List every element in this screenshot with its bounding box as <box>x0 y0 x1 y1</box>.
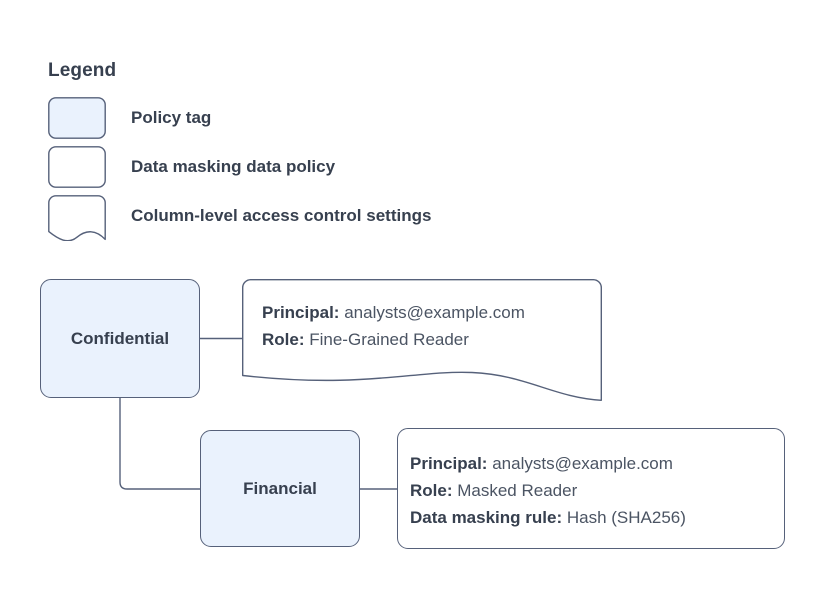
callout-wavy-shape-icon <box>242 279 602 401</box>
detail-line: Role: Fine-Grained Reader <box>262 326 590 353</box>
detail-key: Principal: <box>410 454 488 473</box>
callout-confidential-access[interactable]: Principal: analysts@example.com Role: Fi… <box>242 279 602 401</box>
callout-financial-access[interactable]: Principal: analysts@example.com Role: Ma… <box>397 428 785 549</box>
detail-key: Role: <box>262 330 305 349</box>
detail-line: Principal: analysts@example.com <box>410 450 774 477</box>
detail-line: Role: Masked Reader <box>410 477 774 504</box>
detail-value: Masked Reader <box>457 481 578 500</box>
detail-key: Role: <box>410 481 453 500</box>
legend-label-column-access-settings: Column-level access control settings <box>131 206 432 225</box>
edge-confidential-to-financial <box>119 398 200 490</box>
legend-swatch-data-masking-policy-icon <box>48 146 106 188</box>
legend-swatch-policy-tag-icon <box>48 97 106 139</box>
legend-swatch-column-access-settings-icon <box>48 195 106 242</box>
detail-value: analysts@example.com <box>344 303 525 322</box>
detail-key: Principal: <box>262 303 340 322</box>
detail-key: Data masking rule: <box>410 508 563 527</box>
detail-line: Principal: analysts@example.com <box>262 299 590 326</box>
detail-value: Fine-Grained Reader <box>309 330 469 349</box>
legend-title: Legend <box>48 60 117 81</box>
detail-value: analysts@example.com <box>492 454 673 473</box>
node-confidential[interactable]: Confidential <box>40 279 200 398</box>
detail-line: Data masking rule: Hash (SHA256) <box>410 504 774 531</box>
legend-label-data-masking-policy: Data masking data policy <box>131 157 336 176</box>
legend-label-policy-tag: Policy tag <box>131 108 212 127</box>
node-financial[interactable]: Financial <box>200 430 360 547</box>
callout-financial-text: Principal: analysts@example.com Role: Ma… <box>410 450 774 531</box>
detail-value: Hash (SHA256) <box>566 508 686 527</box>
callout-confidential-text: Principal: analysts@example.com Role: Fi… <box>262 299 590 353</box>
